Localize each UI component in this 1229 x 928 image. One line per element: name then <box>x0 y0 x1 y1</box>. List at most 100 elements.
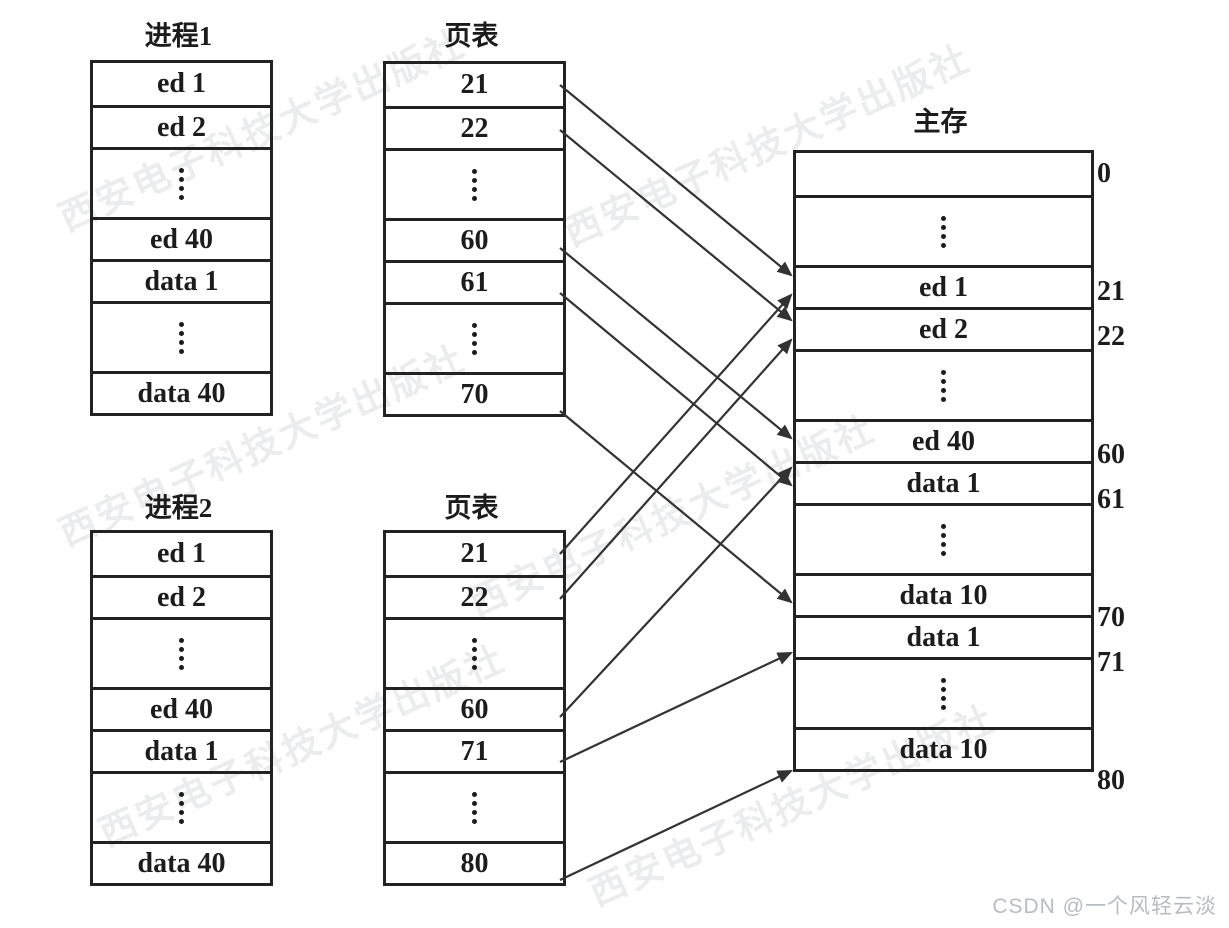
main-memory-table: ed 1 ed 2 ed 40 data 1 data 10 data 1 data 10 <box>793 150 1094 772</box>
row-label: data 40 <box>137 377 226 409</box>
frame-address: 60 <box>1097 439 1125 470</box>
ellipsis-row <box>796 503 1091 573</box>
mapping-arrow-pagetable1-61 <box>559 292 793 487</box>
ellipsis-row <box>386 771 563 841</box>
vertical-ellipsis-icon <box>472 637 477 670</box>
vertical-ellipsis-icon <box>179 637 184 670</box>
mapping-arrow-pagetable1-22 <box>559 129 793 322</box>
table-row: data 1 <box>796 615 1091 657</box>
table-row: data 40 <box>93 841 270 883</box>
ellipsis-row <box>796 657 1091 727</box>
row-label: ed 1 <box>157 538 206 569</box>
mapping-arrow-pagetable2-80 <box>559 770 793 881</box>
frame-address: 21 <box>1097 276 1125 307</box>
table-row: data 1 <box>93 259 270 301</box>
row-label: ed 40 <box>912 425 975 457</box>
row-label: data 1 <box>144 265 219 297</box>
row-label: ed 2 <box>157 581 206 613</box>
pagetable2-title: 页表 <box>444 493 499 523</box>
ellipsis-row <box>796 349 1091 419</box>
ellipsis-row <box>386 617 563 687</box>
table-row: 80 <box>386 841 563 883</box>
row-label: ed 1 <box>157 68 206 99</box>
pagetable1-title: 页表 <box>444 21 499 51</box>
row-label: data 1 <box>906 467 981 499</box>
vertical-ellipsis-icon <box>179 167 184 200</box>
row-label: ed 1 <box>919 271 968 303</box>
vertical-ellipsis-icon <box>472 791 477 824</box>
process2-table: ed 1 ed 2 ed 40 data 1 data 40 <box>90 530 273 886</box>
mapping-arrow-pagetable2-21 <box>559 293 793 555</box>
frame-address: 71 <box>1097 647 1125 678</box>
process1-table: ed 1 ed 2 ed 40 data 1 data 40 <box>90 60 273 416</box>
table-row: 60 <box>386 218 563 260</box>
table-row: ed 2 <box>93 105 270 147</box>
row-label: 60 <box>460 693 489 725</box>
ellipsis-row <box>93 771 270 841</box>
table-row: 60 <box>386 687 563 729</box>
table-row: ed 2 <box>93 575 270 617</box>
table-row: 71 <box>386 729 563 771</box>
row-label: 61 <box>460 266 489 298</box>
mapping-arrow-pagetable1-70 <box>559 410 793 604</box>
row-label: ed 40 <box>150 223 213 255</box>
table-row: data 10 <box>796 727 1091 769</box>
row-label: 22 <box>460 112 489 144</box>
ellipsis-row <box>93 617 270 687</box>
vertical-ellipsis-icon <box>179 321 184 354</box>
row-label: ed 2 <box>919 313 968 345</box>
table-row: 21 <box>386 533 563 575</box>
ellipsis-row <box>93 301 270 371</box>
mapping-arrow-pagetable1-21 <box>559 84 793 277</box>
mapping-arrow-pagetable2-71 <box>559 652 793 763</box>
mapping-arrow-pagetable1-60 <box>559 247 793 440</box>
vertical-ellipsis-icon <box>941 677 946 710</box>
vertical-ellipsis-icon <box>941 215 946 248</box>
frame-address: 22 <box>1097 321 1125 352</box>
table-row: ed 40 <box>93 687 270 729</box>
row-label: ed 2 <box>157 111 206 143</box>
table-row: data 1 <box>93 729 270 771</box>
vertical-ellipsis-icon <box>941 369 946 402</box>
table-row: 70 <box>386 372 563 414</box>
main-memory-title: 主存 <box>913 107 968 137</box>
row-label: data 10 <box>899 579 988 611</box>
frame-address: 70 <box>1097 602 1125 633</box>
table-row: ed 40 <box>796 419 1091 461</box>
row-label: 21 <box>460 538 489 569</box>
row-label: 22 <box>460 581 489 613</box>
row-label: 21 <box>460 69 489 100</box>
frame-address: 80 <box>1097 765 1125 796</box>
table-row: ed 40 <box>93 217 270 259</box>
row-label: data 1 <box>144 735 219 767</box>
table-row: 61 <box>386 260 563 302</box>
ellipsis-row <box>796 195 1091 265</box>
vertical-ellipsis-icon <box>472 322 477 355</box>
frame-address: 0 <box>1097 158 1111 189</box>
pagetable2-table: 21 22 60 71 80 <box>383 530 566 886</box>
table-row: 22 <box>386 575 563 617</box>
row-label: data 40 <box>137 847 226 879</box>
table-row: 21 <box>386 64 563 106</box>
table-row: 22 <box>386 106 563 148</box>
table-row: data 10 <box>796 573 1091 615</box>
table-row: data 1 <box>796 461 1091 503</box>
row-label: 60 <box>460 224 489 256</box>
frame-address: 61 <box>1097 484 1125 515</box>
pagetable1-table: 21 22 60 61 70 <box>383 61 566 417</box>
csdn-watermark: CSDN @一个风轻云淡 <box>992 895 1217 918</box>
mapping-arrow-pagetable2-60 <box>559 466 793 718</box>
row-label: ed 40 <box>150 693 213 725</box>
ellipsis-row <box>386 148 563 218</box>
row-label: 80 <box>460 847 489 879</box>
mapping-arrow-pagetable2-22 <box>559 338 793 600</box>
row-label: 71 <box>460 735 489 767</box>
table-row: data 40 <box>93 371 270 413</box>
process2-title: 进程2 <box>144 493 213 523</box>
process1-title: 进程1 <box>144 21 213 51</box>
row-label: data 1 <box>906 621 981 653</box>
vertical-ellipsis-icon <box>941 523 946 556</box>
ellipsis-row <box>93 147 270 217</box>
